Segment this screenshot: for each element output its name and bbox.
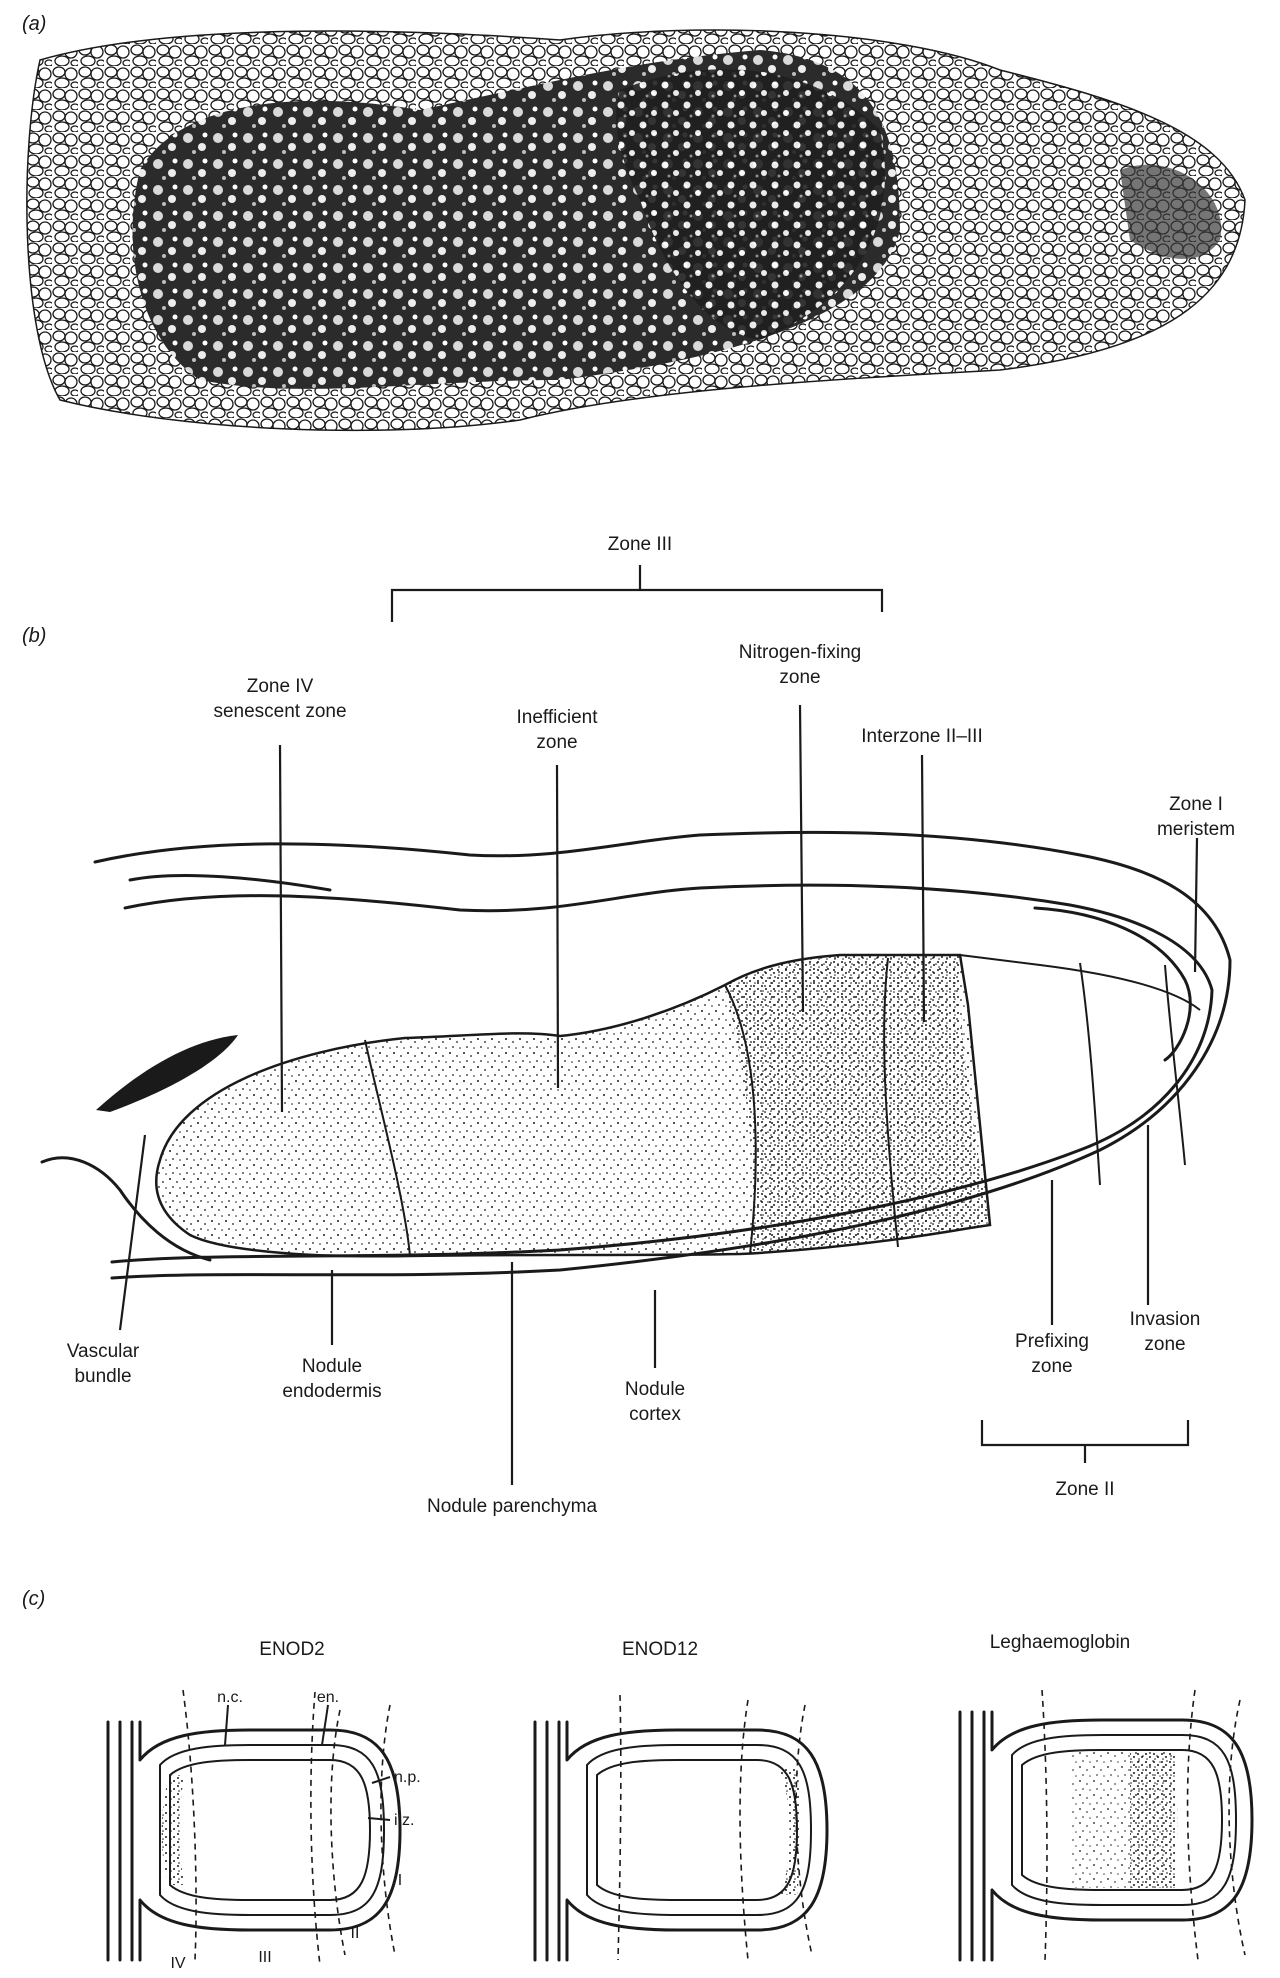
panel-label-a: (a) [22,13,46,35]
svg-text:Zone II: Zone II [1055,1479,1114,1500]
svg-text:Zone III: Zone III [608,534,672,555]
nodule-inner-tissue [156,955,1200,1256]
svg-text:II: II [351,1925,360,1942]
label-nodule-endodermis-2: endodermis [282,1381,381,1402]
label-bundle: bundle [74,1366,131,1387]
label-nitrogen-fixing: Nitrogen-fixing [739,642,862,663]
label-nodule-cortex-2: cortex [629,1404,681,1425]
label-inefficient-zone: zone [536,732,577,753]
label-nitrogen-fixing-zone: zone [779,667,820,688]
label-nodule-cortex-1: Nodule [625,1379,685,1400]
label-nodule-parenchyma: Nodule parenchyma [427,1496,597,1517]
title-enod2: ENOD2 [259,1639,324,1660]
svg-text:n.c.: n.c. [217,1689,243,1706]
label-nodule-endodermis-1: Nodule [302,1356,362,1377]
label-invasion: Invasion [1130,1309,1201,1330]
zone-ii-bracket: Zone II [982,1420,1188,1500]
svg-text:i.z.: i.z. [394,1812,414,1829]
title-leghaemoglobin: Leghaemoglobin [990,1632,1131,1653]
svg-text:n.p.: n.p. [394,1769,421,1786]
zone-labels-top: Zone IV senescent zone Inefficient zone … [213,642,1235,840]
label-vascular: Vascular [67,1341,140,1362]
svg-text:III: III [258,1949,271,1966]
label-interzone: Interzone II–III [861,726,982,747]
mini-nodule-enod2: n.c. en. n.p. i.z. IV III II I [108,1689,421,1972]
svg-text:en.: en. [317,1689,339,1706]
svg-text:IV: IV [170,1955,185,1972]
title-enod12: ENOD12 [622,1639,698,1660]
label-senescent-zone: senescent zone [213,701,346,722]
svg-text:I: I [398,1872,402,1889]
label-meristem: meristem [1157,819,1235,840]
mini-nodule-enod12 [535,1695,827,1960]
label-zone-iv: Zone IV [247,676,314,697]
nodule-micrograph [27,30,1245,430]
label-zone-i: Zone I [1169,794,1223,815]
mini-nodule-leghaemoglobin [960,1690,1252,1960]
zone-iii-bracket: Zone III [392,534,882,622]
zone-labels-bottom: Vascular bundle Nodule endodermis Nodule… [67,1309,1201,1517]
label-inefficient: Inefficient [517,707,599,728]
label-invasion-zone: zone [1144,1334,1185,1355]
panel-label-b: (b) [22,625,46,647]
label-prefixing: Prefixing [1015,1331,1089,1352]
panel-label-c: (c) [22,1588,45,1610]
label-prefixing-zone: zone [1031,1356,1072,1377]
